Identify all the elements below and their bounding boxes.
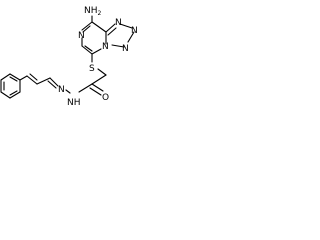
bond-co-1 [91, 83, 104, 92]
bond-co-2 [89, 87, 102, 96]
ring-n-top: N [115, 18, 122, 28]
bond-ph-5 [0, 73, 11, 81]
ring-n-five: N [122, 44, 129, 54]
bond-ph-6b [9, 76, 18, 82]
atom-labels: NH2 N N N N N S O N NH [58, 6, 138, 108]
ring-n-left: N [78, 31, 85, 41]
bond-s-ch2 [97, 68, 107, 76]
hydrazide-n: N [67, 98, 74, 108]
bond-pyr-1b [82, 25, 91, 33]
bond-pyr-6 [91, 21, 107, 33]
bonds [0, 15, 135, 99]
amino-label: NH2 [84, 6, 102, 17]
bond-ph-2b [9, 90, 18, 96]
bond-tri-1b [107, 27, 117, 36]
bond-ch-ch [36, 77, 51, 85]
sulfur-label: S [89, 64, 95, 74]
bond-ph-3 [0, 91, 11, 99]
bond-pyr-1 [81, 21, 93, 31]
amino-subscript: 2 [98, 10, 102, 17]
ring-n-bottom: N [102, 42, 109, 52]
bond-n-ch-b [47, 80, 57, 89]
bond-tri-4 [111, 44, 125, 48]
bond-co-nh [78, 83, 93, 93]
hydrazide-h: H [74, 98, 81, 108]
bond-tri-3 [127, 31, 135, 43]
bond-ph-2 [9, 91, 21, 99]
bond-to-phenyl [19, 75, 28, 81]
bond-pyr-3 [81, 45, 93, 55]
bond-nh-n [65, 89, 71, 94]
bond-ch2-co [91, 74, 107, 85]
chemical-structure: NH2 N N N N N S O N NH [0, 6, 138, 108]
bond-ph-6 [9, 73, 21, 81]
hydrazide-nh-label: NH [67, 98, 81, 108]
bond-tri-1 [105, 23, 116, 33]
hydrazone-n-label: N [58, 85, 65, 95]
bond-tri-2 [119, 23, 133, 29]
ring-n-right: N [131, 26, 138, 36]
bond-alkene-b [29, 73, 38, 81]
amino-nh: NH [84, 6, 98, 16]
bond-pyr-4 [91, 48, 102, 55]
bond-pyr-3b [84, 45, 93, 52]
oxygen-label: O [102, 93, 109, 103]
bond-alkene [26, 75, 38, 85]
bond-n-ch [49, 77, 59, 87]
